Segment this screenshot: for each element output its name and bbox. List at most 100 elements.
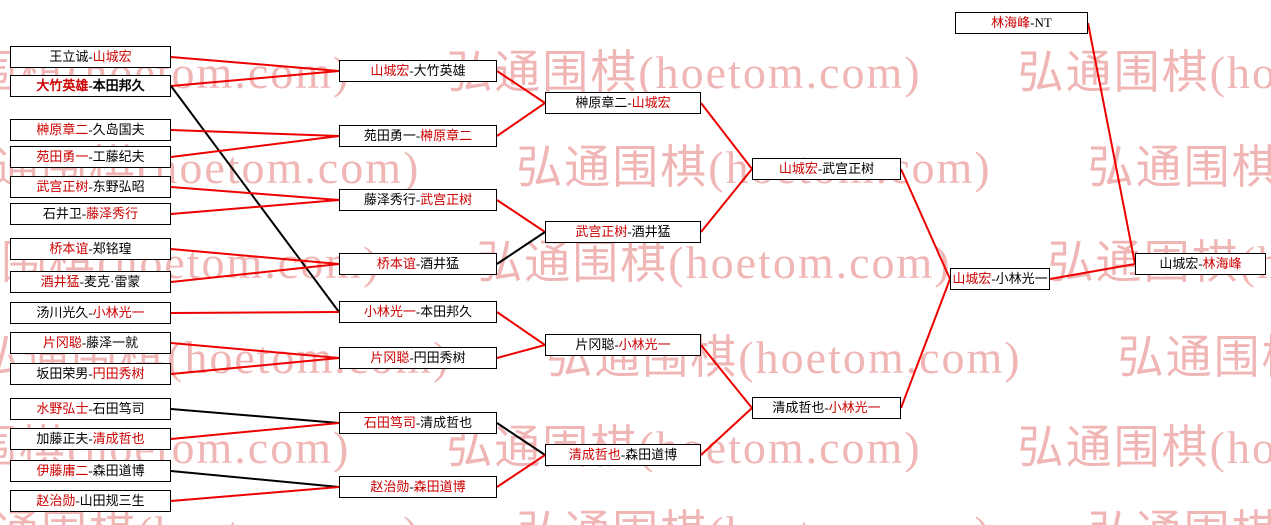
player-name[interactable]: 森田道博 [413,479,466,494]
connector-line [700,102,753,170]
match-box-r1m14: 伊藤庸二-森田道博 [10,460,171,482]
player-name: 麦克·雷蒙 [84,274,141,289]
player-name[interactable]: 苑田勇一 [36,149,89,164]
player-name[interactable]: 片冈聪 [42,335,82,350]
match-box-r3m1: 榊原章二-山城宏 [545,92,701,114]
player-name: 坂田荣男 [36,366,89,381]
player-name[interactable]: 武宫正树 [36,179,89,194]
player-name[interactable]: 酒井猛 [40,274,80,289]
player-name[interactable]: 山城宏 [92,49,132,64]
player-name: 加藤正夫 [36,431,89,446]
separator: - [409,350,414,365]
connector-line [1049,263,1136,280]
connector-line [496,231,546,265]
connector-line [496,422,546,456]
connector-line [170,486,340,502]
match-box-r1m6: 石井卫-藤泽秀行 [10,203,171,225]
player-name: 苑田勇一 [363,128,416,143]
connector-line [900,278,951,409]
separator: - [88,431,93,446]
player-name[interactable]: 林海峰 [991,15,1031,30]
player-name[interactable]: 小林光一 [363,304,416,319]
separator: - [991,271,996,286]
separator: - [88,463,93,478]
player-name[interactable]: 赵治勋 [36,493,76,508]
player-name[interactable]: 小林光一 [828,400,881,415]
player-name: 汤川光久 [36,305,89,320]
player-name[interactable]: 榊原章二 [420,128,473,143]
connector-line [496,199,546,233]
connector-line [700,168,753,233]
connector-line [496,70,546,104]
player-name: 小林光一 [995,271,1048,286]
match-box-r2m3: 藤泽秀行-武宫正树 [339,189,497,211]
player-name[interactable]: 桥本谊 [376,256,416,271]
player-name[interactable]: 小林光一 [618,337,671,352]
connector-line [170,129,340,137]
separator: - [88,305,93,320]
connector-line [496,102,546,137]
player-name[interactable]: 清成哲也 [92,431,145,446]
watermark-text: 弘通围棋(hoetom.com) 弘通围棋(hoetom.com) 弘通围棋(h… [0,237,1271,288]
player-name[interactable]: 山城宏 [778,161,818,176]
match-box-r2m6: 片冈聪-円田秀树 [339,347,497,369]
match-box-r2m2: 苑田勇一-榊原章二 [339,125,497,147]
player-name[interactable]: 山城宏 [631,95,671,110]
match-box-r3m2: 武宫正树-酒井猛 [545,221,701,243]
separator: - [415,415,421,430]
match-box-r1m2: 大竹英雄-本田邦久 [10,75,171,97]
player-name: 郑铭瑝 [92,241,132,256]
connector-line [170,263,340,283]
player-name[interactable]: 藤泽秀行 [86,206,139,221]
connector-line [700,407,753,456]
match-box-r4m2: 清成哲也-小林光一 [752,397,901,419]
player-name: 石井卫 [42,206,82,221]
player-name[interactable]: 山城宏 [370,63,410,78]
player-name[interactable]: 赵治勋 [370,479,410,494]
player-name[interactable]: 武宫正树 [575,224,628,239]
player-name: 武宫正树 [822,161,875,176]
match-box-r2m8: 赵治勋-森田道博 [339,476,497,498]
separator: - [824,400,829,415]
match-box-r3m3: 片冈聪-小林光一 [545,334,701,356]
separator: - [614,337,619,352]
separator: - [81,335,87,350]
player-name: 本田邦久 [92,78,145,93]
player-name: 久岛国夫 [92,122,145,137]
match-box-r1m15: 赵治勋-山田规三生 [10,490,171,512]
player-name: 榊原章二 [575,95,628,110]
separator: - [88,401,93,416]
connector-line [1087,22,1136,265]
separator: - [409,479,414,494]
match-box-r1m3: 榊原章二-久岛国夫 [10,119,171,141]
player-name[interactable]: 武宫正树 [420,192,473,207]
match-box-r1m10: 片冈聪-藤泽一就 [10,332,171,354]
player-name[interactable]: 円田秀树 [92,366,145,381]
match-box-r2m5: 小林光一-本田邦久 [339,301,497,323]
player-name[interactable]: 清成哲也 [568,447,621,462]
connector-line [170,56,340,72]
match-box-final: 山城宏-林海峰 [1135,253,1266,275]
player-name: 石田笃司 [92,401,145,416]
separator: - [88,241,93,256]
player-name[interactable]: 伊藤庸二 [36,463,89,478]
match-box-r2m7: 石田笃司-清成哲也 [339,412,497,434]
player-name: 清成哲也 [772,400,825,415]
player-name[interactable]: 水野弘士 [36,401,89,416]
player-name[interactable]: 小林光一 [92,305,145,320]
player-name: 円田秀树 [413,350,466,365]
match-box-r3m4: 清成哲也-森田道博 [545,444,701,466]
player-name[interactable]: 林海峰 [1202,256,1242,271]
match-box-r1m4: 苑田勇一-工藤纪夫 [10,146,171,168]
player-name[interactable]: 大竹英雄 [36,78,89,93]
player-name[interactable]: 山城宏 [952,271,992,286]
separator: - [81,206,87,221]
player-name[interactable]: 榊原章二 [36,122,89,137]
connector-line [170,248,340,265]
separator: - [88,179,93,194]
player-name: 王立诚 [49,49,89,64]
player-name[interactable]: 桥本谊 [49,241,89,256]
player-name[interactable]: 片冈聪 [370,350,410,365]
player-name[interactable]: 石田笃司 [363,415,416,430]
